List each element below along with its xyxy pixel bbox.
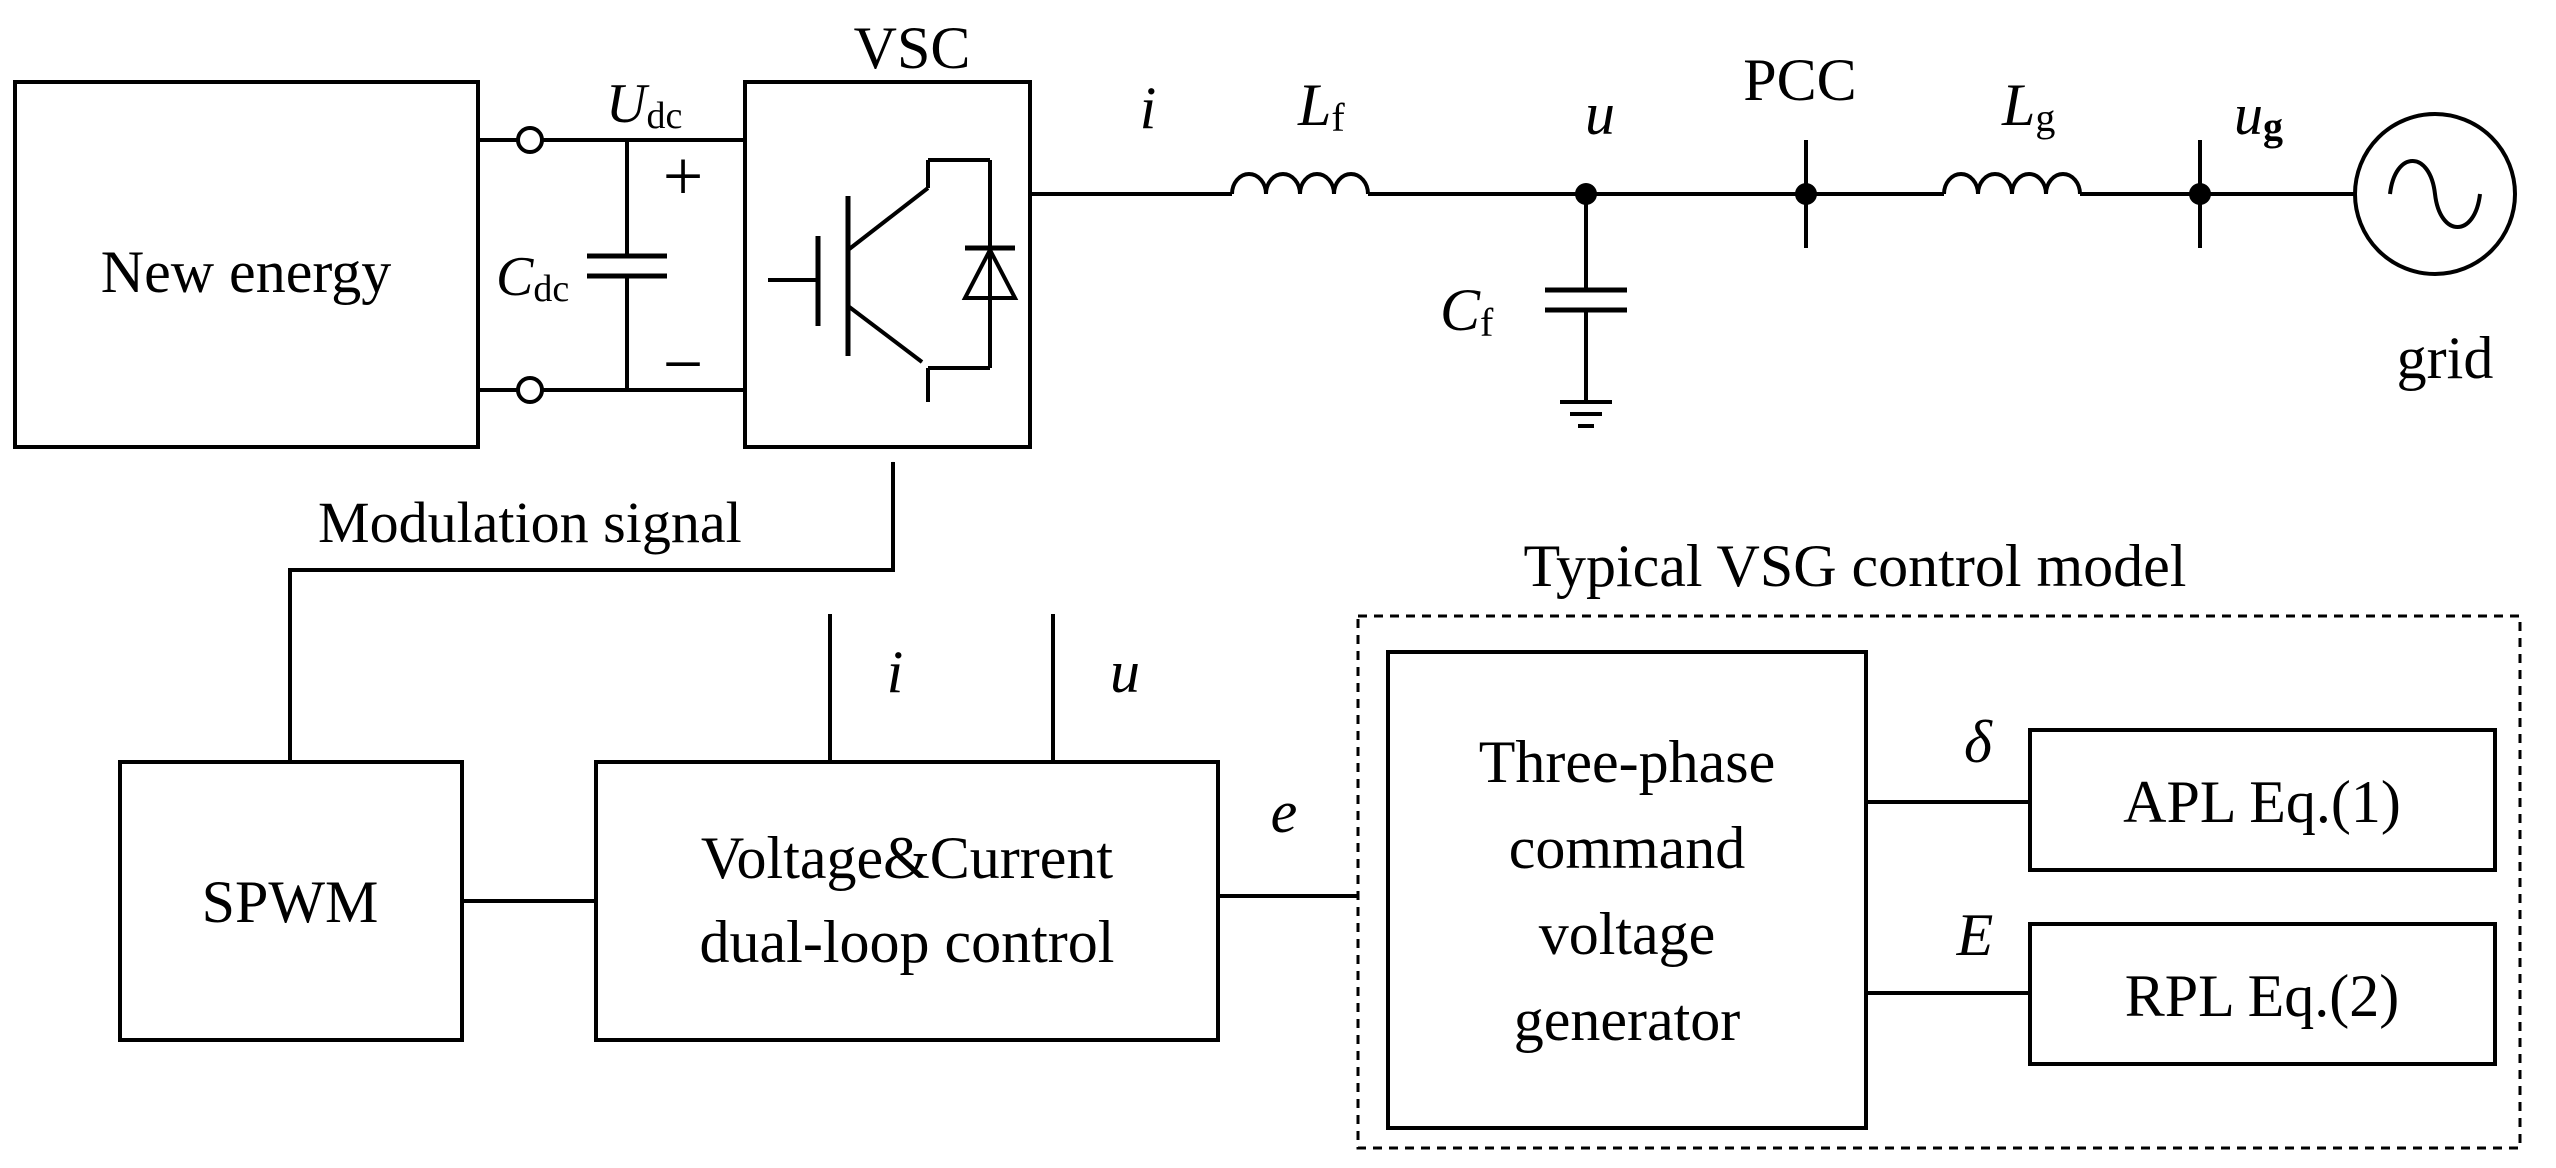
dual-loop-line2: dual-loop control [700,909,1115,975]
new-energy-block [13,80,480,449]
generator-line3: voltage [1539,901,1716,967]
modulation-signal-path [288,461,896,762]
lf-label: Lf [1297,72,1345,140]
cdc-label: Cdc [496,246,569,310]
dual-loop-line1: Voltage&Current [701,825,1113,891]
spwm-block [118,760,464,1042]
pcc-node [1795,183,1817,205]
lg-label: Lg [2001,72,2055,140]
minus-sign: − [663,324,704,404]
pcc-label: PCC [1743,47,1856,113]
dc-capacitor [587,140,667,390]
filter-capacitor-cf [1545,194,1627,400]
vsc-block [743,80,1032,449]
delta-label: δ [1964,709,1993,775]
vsg-group-title: Typical VSG control model [1524,533,2187,599]
grid-inductor-lg [1942,172,2082,195]
vsg-control-model-group [1356,614,2522,1150]
dc-bottom-terminal [516,376,544,404]
vsc-label: VSC [854,15,971,81]
plus-sign: + [663,136,704,216]
dual-loop-control-block [594,760,1220,1042]
cf-label: Cf [1440,277,1494,345]
apl-label: APL Eq.(1) [2123,769,2401,835]
ug-node [2189,183,2211,205]
grid-source-icon [2353,112,2517,276]
new-energy-label: New energy [101,239,391,305]
rpl-label: RPL Eq.(2) [2125,963,2399,1029]
ug-label: ug [2234,82,2283,149]
generator-line1: Three-phase [1479,729,1775,795]
E-label: E [1956,902,1994,968]
grid-label: grid [2397,325,2494,391]
sine-wave-icon [2388,159,2482,229]
dc-top-terminal [516,126,544,154]
udc-label: Udc [606,73,682,137]
generator-line2: command [1509,815,1746,881]
igbt-icon [768,158,1019,402]
spwm-label: SPWM [202,869,379,935]
generator-line4: generator [1514,987,1741,1053]
e-label: e [1271,779,1298,845]
current-i-label: i [1140,75,1157,141]
ground-icon [1560,400,1612,428]
i-input-label: i [887,639,904,705]
node-u-label: u [1585,81,1615,147]
voltage-generator-block [1386,650,1868,1130]
u-input-label: u [1110,639,1140,705]
modulation-signal-label: Modulation signal [318,490,742,555]
filter-inductor-lf [1230,172,1370,195]
